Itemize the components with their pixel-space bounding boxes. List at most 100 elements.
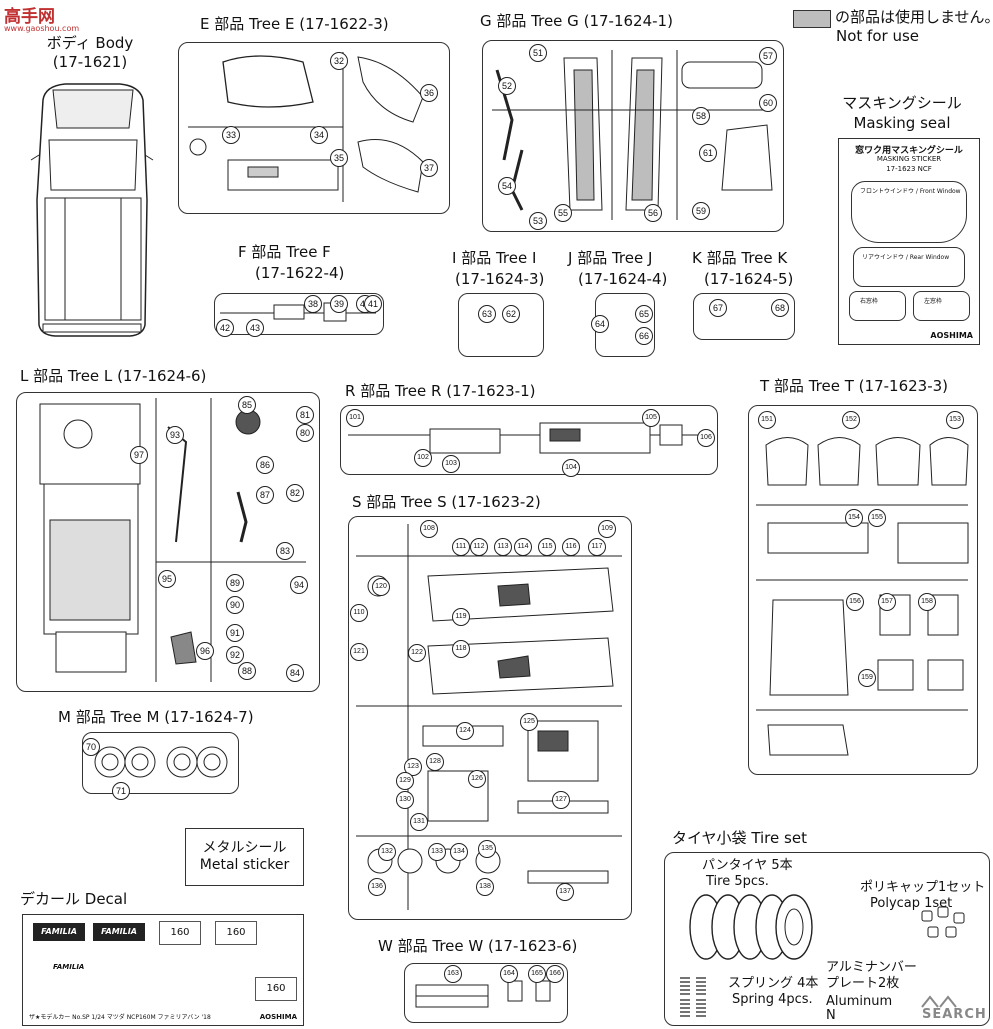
tree-t-parts bbox=[756, 437, 969, 756]
part-number-callout: 58 bbox=[692, 107, 710, 125]
part-number-callout: 80 bbox=[296, 424, 314, 442]
part-number-callout: 84 bbox=[286, 664, 304, 682]
body-drawing bbox=[30, 83, 154, 337]
tree-w-code: (17-1623-6) bbox=[488, 937, 578, 955]
tree-t-code: (17-1623-3) bbox=[858, 377, 949, 395]
decal-brand-small: FAMILIA bbox=[53, 963, 85, 971]
tree-k-title: K 部品 Tree K bbox=[692, 249, 788, 267]
tree-g-title: G 部品 Tree G (17-1624-1) bbox=[480, 12, 673, 31]
tire-set-box bbox=[664, 852, 990, 1026]
tree-m-title: M 部品 Tree M (17-1624-7) bbox=[58, 708, 254, 727]
part-number-callout: 85 bbox=[238, 396, 256, 414]
masking-front-window: フロントウインドウ / Front Window bbox=[851, 181, 967, 243]
watermark-logo: 高手网 www.gaoshou.com bbox=[4, 2, 79, 33]
body-code: (17-1621) bbox=[52, 53, 128, 71]
part-number-callout: 64 bbox=[591, 315, 609, 333]
tree-m-name: M 部品 Tree M bbox=[58, 708, 160, 726]
part-number-callout: 92 bbox=[226, 646, 244, 664]
part-number-callout: 68 bbox=[771, 299, 789, 317]
part-number-callout: 137 bbox=[556, 883, 574, 901]
polycap-drawing bbox=[921, 906, 965, 938]
masking-sheet-title: 窓ワク用マスキングシール bbox=[855, 146, 963, 156]
part-number-callout: 56 bbox=[644, 204, 662, 222]
watermark-text: 高手网 bbox=[4, 7, 55, 27]
metal-sticker-box: メタルシール Metal sticker bbox=[185, 828, 304, 886]
part-number-callout: 115 bbox=[538, 538, 556, 556]
tree-s-code: (17-1623-2) bbox=[451, 493, 541, 511]
part-number-callout: 128 bbox=[426, 753, 444, 771]
part-number-callout: 60 bbox=[759, 94, 777, 112]
decal-plate-3-number: 160 bbox=[266, 983, 286, 994]
tree-e-code: (17-1622-3) bbox=[299, 15, 389, 33]
part-number-callout: 129 bbox=[396, 772, 414, 790]
tree-e-parts bbox=[188, 52, 424, 202]
legend-swatch bbox=[793, 10, 831, 28]
watermark-search-logo: SEARCH bbox=[920, 995, 988, 1025]
body-title: ボディ Body bbox=[46, 34, 134, 52]
part-number-callout: 65 bbox=[635, 305, 653, 323]
watermark-search-text: SEARCH bbox=[922, 1007, 987, 1022]
part-number-callout: 71 bbox=[112, 782, 130, 800]
spring-jp: スプリング 4本 bbox=[728, 976, 819, 991]
watermark-url: www.gaoshou.com bbox=[4, 24, 80, 33]
part-number-callout: 51 bbox=[529, 44, 547, 62]
part-number-callout: 151 bbox=[758, 411, 776, 429]
part-number-callout: 67 bbox=[709, 299, 727, 317]
decal-title: デカール Decal bbox=[20, 890, 128, 908]
part-number-callout: 109 bbox=[598, 520, 616, 538]
part-number-callout: 158 bbox=[918, 593, 936, 611]
part-number-callout: 81 bbox=[296, 406, 314, 424]
part-number-callout: 112 bbox=[470, 538, 488, 556]
polycap-en: Polycap 1set bbox=[870, 896, 953, 911]
part-number-callout: 152 bbox=[842, 411, 860, 429]
metal-sticker-en: Metal sticker bbox=[199, 857, 290, 873]
tree-g-code: (17-1624-1) bbox=[583, 12, 673, 30]
part-number-callout: 91 bbox=[226, 624, 244, 642]
tree-j-title: J 部品 Tree J bbox=[568, 249, 653, 267]
part-number-callout: 42 bbox=[216, 319, 234, 337]
part-number-callout: 35 bbox=[330, 149, 348, 167]
watermark-search-icon bbox=[921, 995, 957, 1008]
tree-g-name: G 部品 Tree G bbox=[480, 12, 579, 30]
part-number-callout: 41 bbox=[364, 295, 382, 313]
masking-item-right-frame: 右窓枠 bbox=[860, 298, 879, 305]
metal-sticker-jp: メタルシール bbox=[202, 840, 287, 856]
part-number-callout: 124 bbox=[456, 722, 474, 740]
part-number-callout: 133 bbox=[428, 843, 446, 861]
part-number-callout: 118 bbox=[452, 640, 470, 658]
part-number-callout: 156 bbox=[846, 593, 864, 611]
tree-l-title: L 部品 Tree L (17-1624-6) bbox=[20, 367, 206, 386]
part-number-callout: 63 bbox=[478, 305, 496, 323]
decal-brand-1: FAMILIA bbox=[33, 923, 85, 941]
part-number-callout: 155 bbox=[868, 509, 886, 527]
tree-m-code: (17-1624-7) bbox=[164, 708, 254, 726]
masking-rear-window: リアウインドウ / Rear Window bbox=[853, 247, 965, 287]
part-number-callout: 57 bbox=[759, 47, 777, 65]
plate-jp2: プレート2枚 bbox=[826, 976, 900, 991]
part-number-callout: 123 bbox=[404, 758, 422, 776]
part-number-callout: 134 bbox=[450, 843, 468, 861]
part-number-callout: 122 bbox=[408, 644, 426, 662]
part-number-callout: 119 bbox=[452, 608, 470, 626]
part-number-callout: 87 bbox=[256, 486, 274, 504]
tree-e-title: E 部品 Tree E (17-1622-3) bbox=[200, 15, 389, 34]
part-number-callout: 95 bbox=[158, 570, 176, 588]
part-number-callout: 83 bbox=[276, 542, 294, 560]
tree-t-name: T 部品 Tree T bbox=[760, 377, 854, 395]
legend-en: Not for use bbox=[836, 27, 919, 45]
part-number-callout: 154 bbox=[845, 509, 863, 527]
part-number-callout: 135 bbox=[478, 840, 496, 858]
tree-w-name: W 部品 Tree W bbox=[378, 937, 484, 955]
decal-plate-2-number: 160 bbox=[226, 927, 246, 938]
part-number-callout: 97 bbox=[130, 446, 148, 464]
decal-footer: ザ★モデルカー No.SP 1/24 マツダ NCP160M ファミリアバン '… bbox=[29, 1014, 211, 1021]
part-number-callout: 117 bbox=[588, 538, 606, 556]
masking-en: Masking seal bbox=[853, 114, 951, 132]
tree-s-parts bbox=[356, 524, 622, 910]
part-number-callout: 36 bbox=[420, 84, 438, 102]
polycap-jp: ポリキャップ1セット bbox=[860, 880, 986, 895]
tire-jp: パンタイヤ 5本 bbox=[702, 858, 793, 873]
tree-f-code: (17-1622-4) bbox=[255, 264, 345, 282]
part-number-callout: 43 bbox=[246, 319, 264, 337]
part-number-callout: 114 bbox=[514, 538, 532, 556]
